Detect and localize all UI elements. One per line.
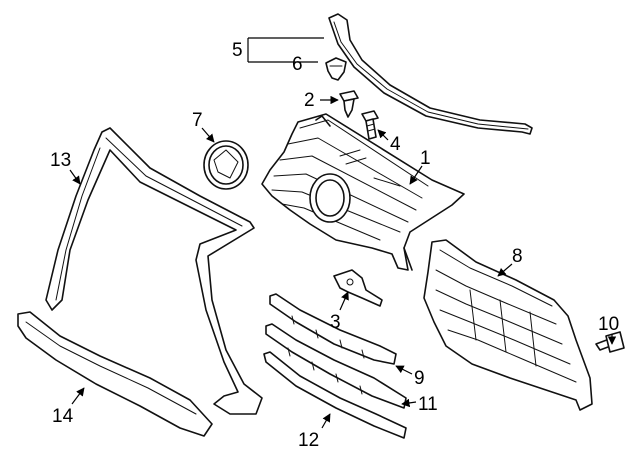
part-9-molding-strip [269,293,397,365]
part-5-upper-molding [328,13,533,135]
callout-10: 10 [598,314,619,335]
leader-lines [69,37,617,429]
callout-7: 7 [192,110,203,131]
part-6-clip [325,57,347,81]
callout-3: 3 [330,312,341,333]
callout-14: 14 [52,406,74,427]
part-2-push-clip [339,90,359,118]
part-12-lower-strip [263,351,407,439]
callout-5: 5 [232,40,243,61]
callout-13: 13 [50,150,71,171]
callout-labels: 1 2 3 4 5 6 7 8 9 10 11 12 13 14 [50,40,619,451]
part-1-main-grille [261,113,465,271]
part-8-lower-grille [423,239,593,411]
callout-8: 8 [512,246,523,267]
part-13-outer-frame [45,127,263,415]
callout-4: 4 [390,134,401,155]
callout-1: 1 [420,148,431,169]
part-14-lower-molding [17,311,213,437]
callout-11: 11 [418,394,438,415]
callout-2: 2 [304,90,315,111]
part-10-bolt [595,331,625,353]
part-4-bolt [361,110,379,140]
callout-12: 12 [298,430,319,451]
part-3-bracket [333,269,383,307]
callout-6: 6 [292,54,303,75]
callout-9: 9 [414,368,425,389]
part-7-emblem [203,140,249,190]
